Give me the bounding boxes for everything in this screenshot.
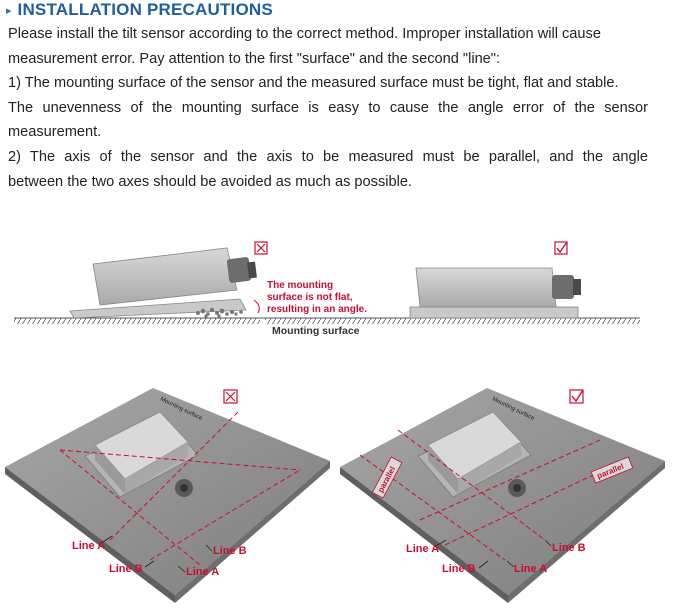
sensor-base-tilted [69,298,247,319]
correct-axis-mark-icon [569,389,584,404]
ground-hatch-right [265,318,640,324]
mounting-plate-right [340,388,665,595]
sensor-base-flat [409,306,579,319]
sensor-body-flat [415,267,557,308]
intro-line-1: Please install the tilt sensor according… [8,26,601,42]
line-b-dashed-right [444,459,626,546]
intro-paragraph: Please install the tilt sensor according… [8,22,648,71]
point-1-line-1: 1) The mounting surface of the sensor an… [8,75,619,91]
line-b-label-left: Line B [109,563,143,575]
sensor-body-tilted [92,247,238,306]
top-left-wrong-diagram: The mounting surface is not flat, result… [14,241,367,324]
cable-connector-left [226,257,252,283]
line-a-label-right: Line A [406,543,439,555]
intro-line-2: measurement error. Pay attention to the … [8,50,501,67]
ground-hatch-left [14,318,260,324]
line-a-bottom-label-right: Line A [514,563,547,575]
line-b-dashed-left [109,409,241,541]
section-heading: ▸ INSTALLATION PRECAUTIONS [6,0,273,20]
mounting-surface-label: Mounting surface [272,325,360,337]
debris-particles [196,307,243,318]
heading-title: INSTALLATION PRECAUTIONS [17,0,273,19]
warning-text-line-2: surface is not flat, [267,292,353,303]
point-2-paragraph: 2) The axis of the sensor and the axis t… [8,145,648,194]
cable-connector-right [552,275,574,299]
wrong-mark-icon [254,241,268,255]
bottom-left-wrong-axis-diagram: Mounting surface Line A Line B Line B Li… [5,388,330,603]
point-1-line-2: The unevenness of the mounting surface i… [8,99,648,116]
line-b-top-label-right: Line B [552,542,586,554]
line-a-label-left: Line A [72,540,105,552]
line-a-dashed-right [359,454,506,561]
line-a-bottom-label-left: Line A [186,566,219,578]
line-b-top-label-left: Line B [213,545,247,557]
line-b-label-right: Line B [442,563,476,575]
right-mark-icon [554,241,568,255]
mounting-plate-left [5,388,330,595]
line-a-dashed-left [59,449,301,471]
top-right-correct-diagram [409,241,581,319]
warning-text-line-1: The mounting [267,280,333,291]
point-1-paragraph: 1) The mounting surface of the sensor an… [8,71,648,145]
warning-text-line-3: resulting in an angle. [267,304,367,315]
point-1-line-3: measurement. [8,124,102,140]
wrong-axis-mark-icon [223,389,238,404]
bullet-triangle-icon: ▸ [6,4,12,17]
point-2-line-1: 2) The axis of the sensor and the axis t… [8,149,648,165]
bottom-right-correct-axis-diagram: Mounting surface parallel parallel Line … [340,388,665,603]
point-2-line-2: between the two axes should be avoided a… [8,173,413,190]
